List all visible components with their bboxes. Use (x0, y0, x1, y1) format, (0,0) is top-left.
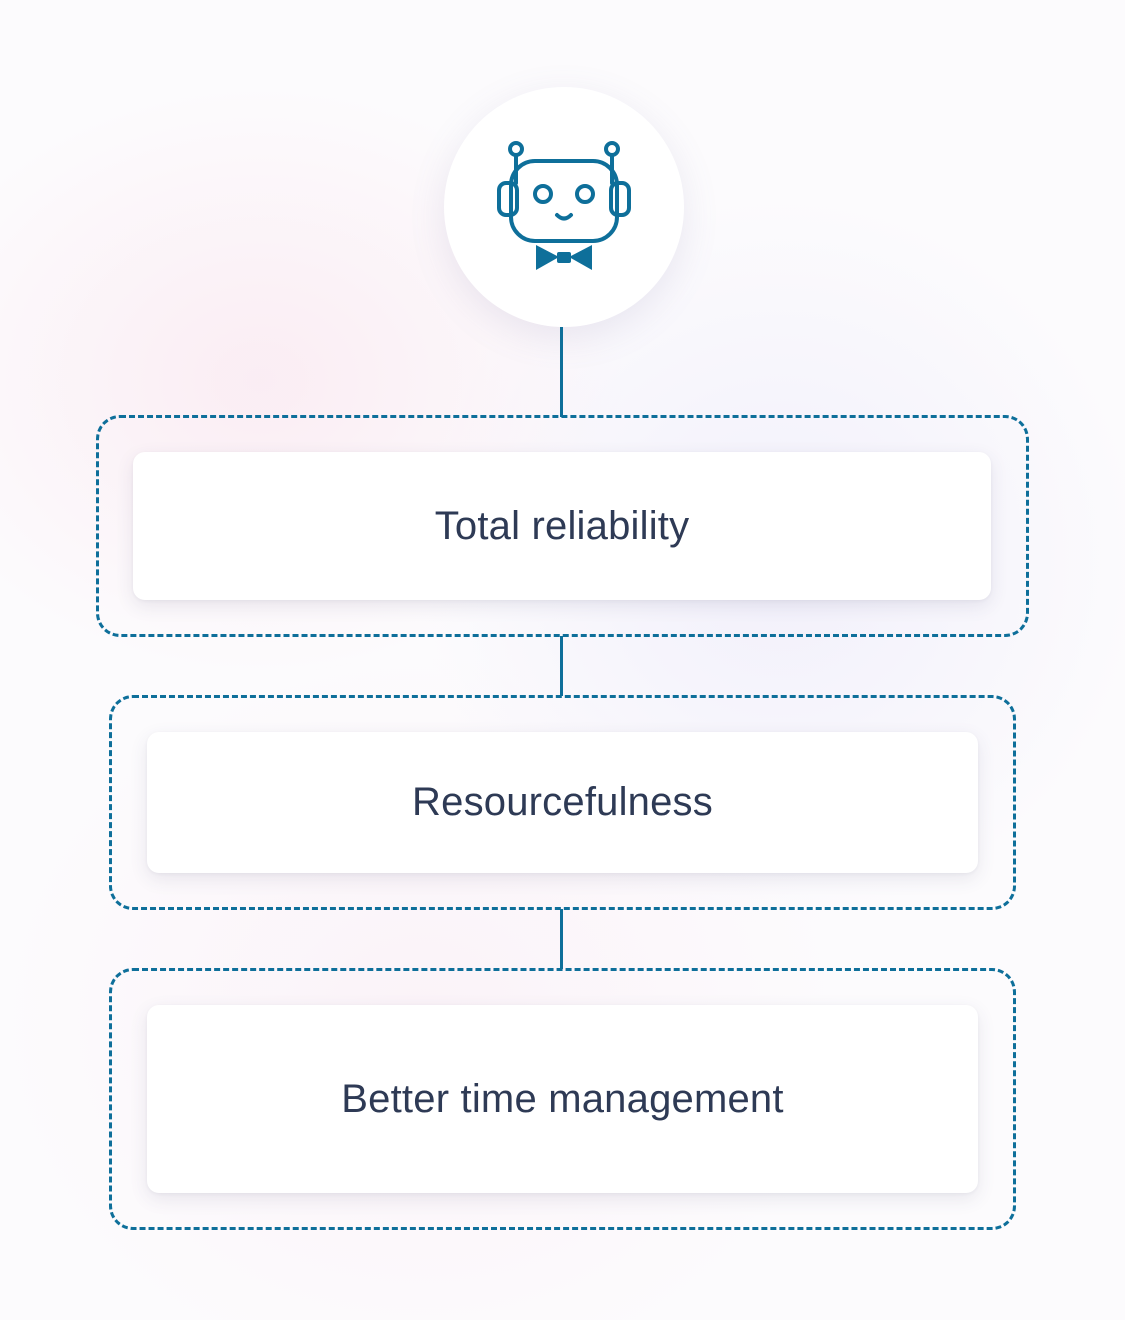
robot-bowtie-icon (497, 141, 631, 270)
item-frame-better-time-management (109, 968, 1016, 1230)
item-card-better-time-management: Better time management (147, 1005, 978, 1193)
item-label: Resourcefulness (412, 780, 713, 824)
connector-line (560, 327, 563, 417)
item-frame-resourcefulness (109, 695, 1016, 910)
item-frame-total-reliability (96, 415, 1029, 637)
connector-line (560, 909, 563, 969)
connector-line (560, 636, 563, 696)
item-card-total-reliability: Total reliability (133, 452, 991, 600)
item-label: Better time management (341, 1076, 784, 1121)
robot-avatar (444, 87, 684, 327)
item-label: Total reliability (434, 503, 690, 548)
item-card-resourcefulness: Resourcefulness (147, 732, 978, 873)
